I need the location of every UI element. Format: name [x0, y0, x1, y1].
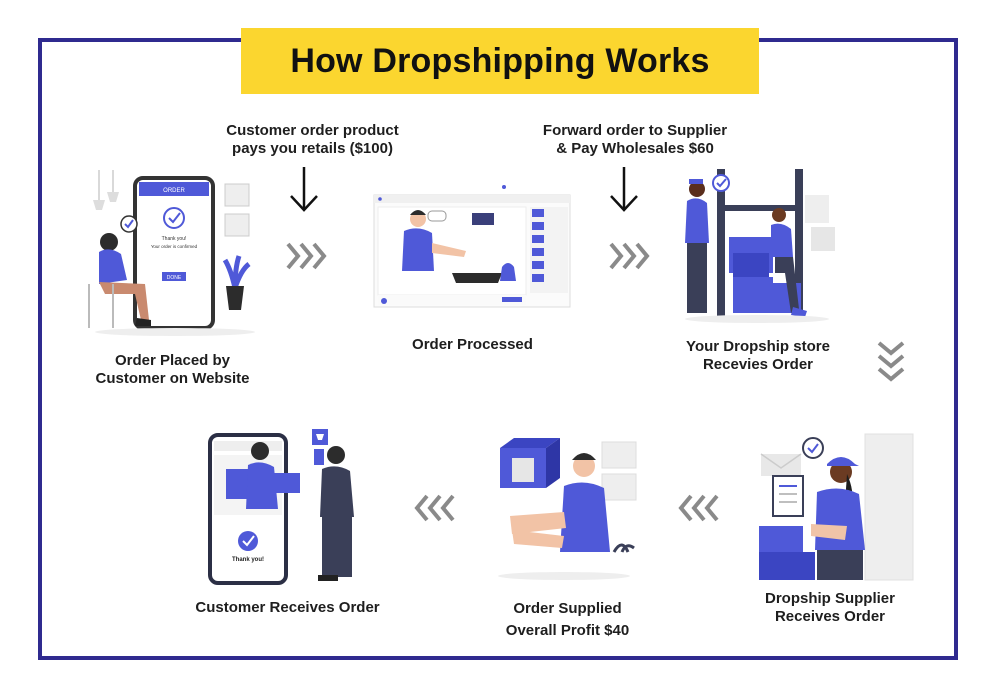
step-4-line1: Dropship Supplier: [764, 590, 895, 607]
phone-thank-you-2-text: Thank you!: [232, 557, 264, 563]
forward-order-line2: & Pay Wholesales $60: [556, 140, 714, 157]
phone-order-header: ORDER: [163, 188, 185, 194]
step-5-line1: Order Supplied: [513, 600, 622, 617]
phone-thank-you-text: Thank you!: [162, 236, 187, 242]
down-arrow-icon: [290, 167, 318, 212]
customer-pays-line2: pays you retails ($100): [232, 140, 393, 157]
phone-order-illustration: ORDER Thank you! Your order is confirmed…: [85, 160, 265, 345]
customer-receives-illustration: Thank you!: [208, 427, 368, 587]
title-banner: How Dropshipping Works: [241, 28, 759, 94]
step-supplier-receives-label: Dropship Supplier Receives Order: [740, 590, 920, 626]
phone-done-button: DONE: [167, 275, 182, 281]
chevron-down-icon: [877, 341, 905, 382]
step-4-line2: Receives Order: [774, 608, 886, 625]
forward-order-annotation: Forward order to Supplier & Pay Wholesal…: [525, 122, 745, 158]
step-store-receives-label: Your Dropship store Recevies Order: [663, 338, 853, 374]
step-5-line2: Overall Profit $40: [505, 622, 630, 639]
step-2-line1: Order Processed: [412, 336, 533, 353]
step-1-line1: Order Placed by: [114, 352, 231, 369]
page-title: How Dropshipping Works: [290, 41, 710, 80]
step-customer-receives-label: Customer Receives Order: [180, 599, 395, 617]
step-order-placed-label: Order Placed by Customer on Website: [80, 352, 265, 388]
forward-order-line1: Forward order to Supplier: [542, 122, 728, 139]
step-3-line2: Recevies Order: [702, 356, 814, 373]
customer-pays-annotation: Customer order product pays you retails …: [205, 122, 420, 158]
step-order-processed-label: Order Processed: [380, 336, 565, 354]
delivery-handover-illustration: [490, 432, 640, 582]
chevron-right-icon: [609, 242, 650, 270]
chevron-left-icon: [678, 494, 719, 522]
warehouse-boxes-illustration: [675, 165, 840, 325]
step-1-line2: Customer on Website: [95, 370, 250, 387]
phone-confirmed-text: Your order is confirmed: [151, 244, 198, 249]
down-arrow-icon: [610, 167, 638, 212]
chevron-left-icon: [414, 494, 455, 522]
step-order-supplied-label: Order Supplied Overall Profit $40: [470, 598, 665, 642]
computer-processing-illustration: [372, 185, 572, 320]
supplier-clipboard-illustration: [755, 432, 915, 582]
customer-pays-line1: Customer order product: [226, 122, 399, 139]
chevron-right-icon: [286, 242, 327, 270]
step-3-line1: Your Dropship store: [686, 338, 830, 355]
step-6-line1: Customer Receives Order: [195, 599, 380, 616]
